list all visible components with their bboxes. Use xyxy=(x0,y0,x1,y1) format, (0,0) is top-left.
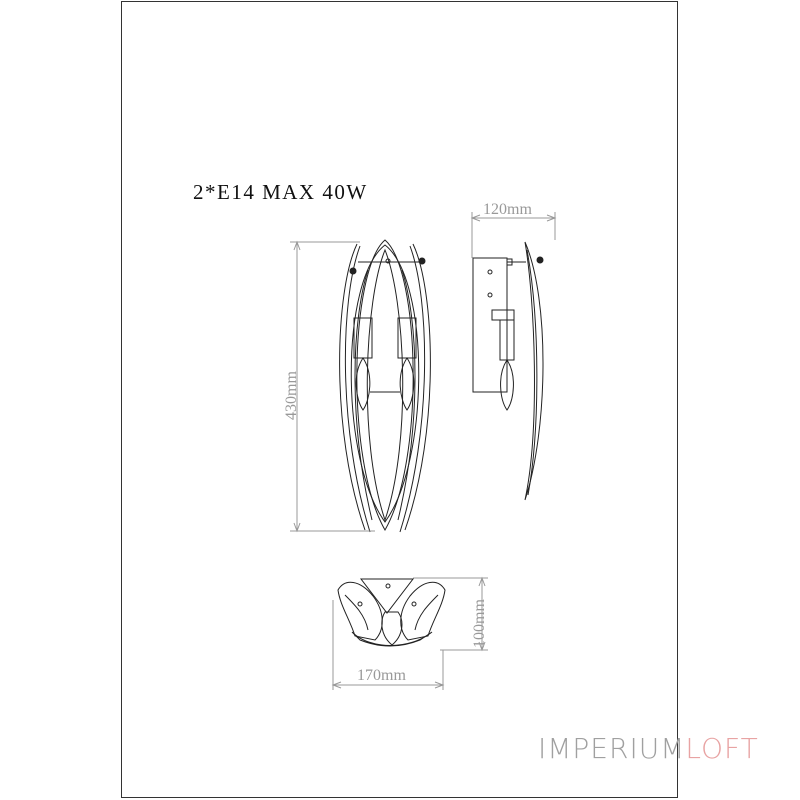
front-view xyxy=(339,239,431,533)
width-and-projection-dimensions xyxy=(331,576,488,690)
top-view xyxy=(337,578,446,647)
side-view xyxy=(472,241,544,501)
width-dimension-label: 170mm xyxy=(357,667,406,684)
logo-part-imperium: IMPERIUM xyxy=(538,732,686,765)
brand-logo: IMPERIUMLOFT xyxy=(538,732,759,765)
height-dimension-label: 430mm xyxy=(283,371,300,420)
depth-dimension-label: 120mm xyxy=(483,201,532,218)
lamp-spec-text: 2*E14 MAX 40W xyxy=(193,180,368,204)
depth-dimension xyxy=(470,212,557,258)
projection-dimension-label: 100mm xyxy=(471,599,488,648)
height-dimension xyxy=(290,240,375,533)
sheet-border xyxy=(121,1,678,798)
logo-part-loft: LOFT xyxy=(685,732,759,765)
